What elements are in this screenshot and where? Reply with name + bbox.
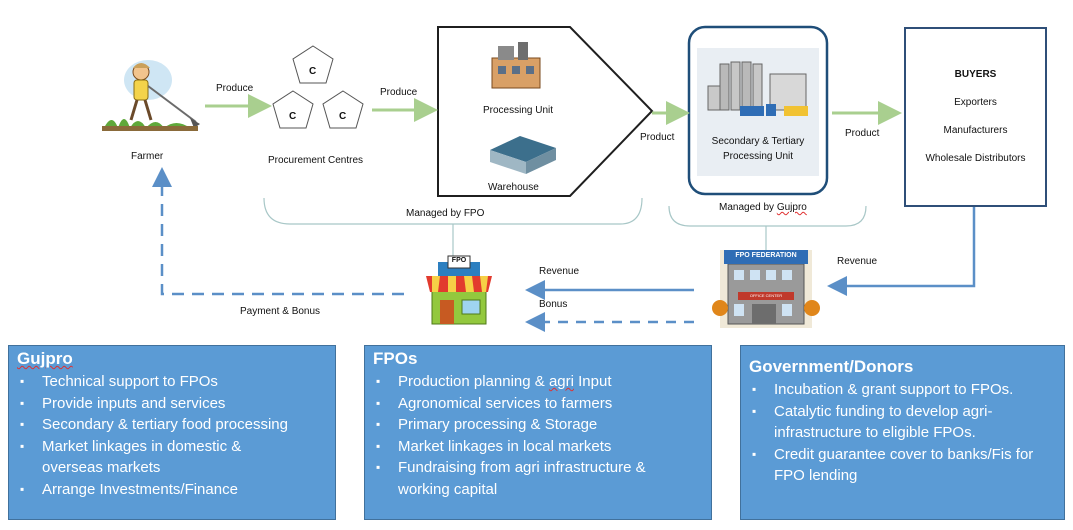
payment-bonus-label: Payment & Bonus: [240, 306, 321, 317]
secondary-unit-label-1: Secondary & Tertiary: [711, 136, 805, 147]
produce-label-2: Produce: [380, 87, 418, 98]
produce-label-1: Produce: [216, 83, 254, 94]
processing-plant-icon: [707, 61, 808, 116]
fpos-panel: FPOs Production planning & agri Input Ag…: [364, 345, 712, 520]
centre-letter-1: C: [309, 66, 317, 77]
government-panel-title: Government/Donors: [749, 357, 914, 376]
buyer-wholesale-distributors: Wholesale Distributors: [925, 153, 1026, 164]
gujpro-panel: Gujpro Technical support to FPOs Provide…: [8, 345, 336, 520]
government-panel: Government/Donors Incubation & grant sup…: [740, 345, 1065, 520]
procurement-centres-graphic: [272, 45, 364, 129]
fpos-panel-title: FPOs: [373, 349, 418, 368]
gujpro-item: Arrange Investments/Finance: [17, 479, 335, 501]
federation-sign: FPO FEDERATION: [735, 252, 797, 259]
warehouse-icon: [490, 136, 556, 174]
product-label-1: Product: [640, 132, 675, 143]
product-label-2: Product: [845, 128, 880, 139]
farmer-label: Farmer: [131, 151, 164, 162]
fpos-item: Agronomical services to farmers: [373, 393, 711, 415]
buyers-box: BUYERS Exporters Manufacturers Wholesale…: [904, 27, 1047, 207]
factory-icon: [491, 42, 541, 89]
gujpro-item: Market linkages in domestic & overseas m…: [17, 436, 277, 479]
fpo-federation-icon: [712, 250, 820, 328]
revenue-label-fpo: Revenue: [539, 266, 580, 277]
centre-letter-3: C: [339, 111, 347, 122]
gujpro-item: Technical support to FPOs: [17, 371, 335, 393]
bonus-label: Bonus: [539, 299, 568, 310]
warehouse-label: Warehouse: [488, 182, 539, 193]
revenue-arrow-buyers: [827, 204, 976, 296]
fpos-item: Market linkages in local markets: [373, 436, 711, 458]
fpos-item: Fundraising from agri infrastructure & w…: [373, 457, 688, 500]
managed-by-gujpro-label: Managed by Gujpro: [719, 202, 807, 213]
gujpro-item: Secondary & tertiary food processing: [17, 414, 335, 436]
federation-board: OFFICE CENTER: [749, 293, 783, 298]
fpo-shop-sign: FPO: [451, 257, 467, 264]
buyer-manufacturers: Manufacturers: [943, 125, 1008, 136]
secondary-unit-label-2: Processing Unit: [722, 151, 794, 162]
gujpro-panel-title: Gujpro: [17, 349, 73, 368]
managed-by-fpo-label: Managed by FPO: [406, 208, 485, 219]
managed-by-gujpro-bracket: [668, 205, 867, 227]
government-item: Credit guarantee cover to banks/Fis for …: [749, 444, 1044, 487]
payment-bonus-arrow: [152, 167, 404, 296]
gujpro-item: Provide inputs and services: [17, 393, 335, 415]
farmer-icon: [102, 60, 200, 131]
fpos-item: Production planning & agri Input: [373, 371, 711, 393]
fpo-shop-icon: [426, 255, 492, 325]
buyers-title: BUYERS: [954, 69, 997, 80]
government-item: Incubation & grant support to FPOs.: [749, 379, 1064, 401]
fpos-item: Primary processing & Storage: [373, 414, 711, 436]
processing-unit-label: Processing Unit: [483, 105, 554, 116]
revenue-label-buyers: Revenue: [837, 256, 878, 267]
procurement-centres-label: Procurement Centres: [268, 155, 364, 166]
managed-by-fpo-bracket: [263, 197, 643, 225]
buyer-exporters: Exporters: [954, 97, 997, 108]
centre-letter-2: C: [289, 111, 297, 122]
government-item: Catalytic funding to develop agri-infras…: [749, 401, 1039, 444]
